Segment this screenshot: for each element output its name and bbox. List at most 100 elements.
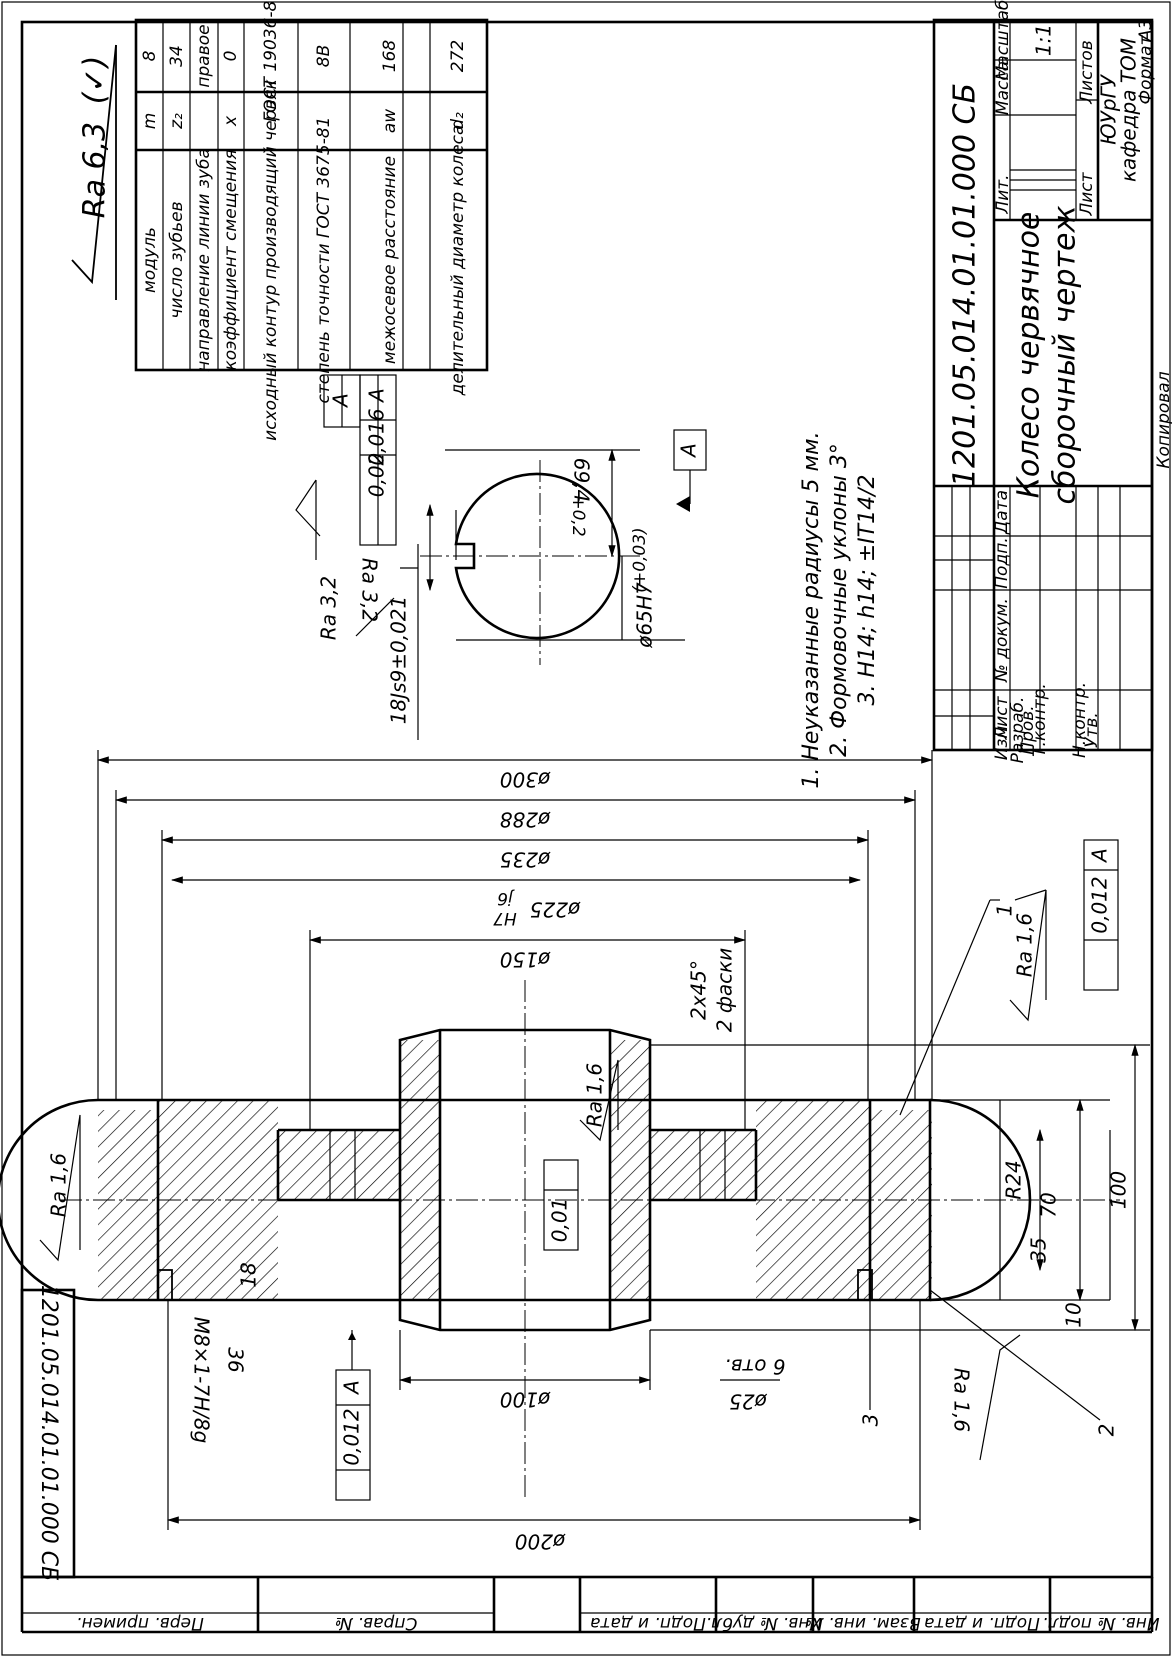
title-label-scale: Масштаб — [993, 0, 1013, 80]
title-label-norm-control: Н.контр. — [1070, 682, 1090, 758]
title-label-checker: Пров. — [1018, 705, 1038, 754]
title-label-mass: Масса — [993, 61, 1013, 115]
position-1: 1 — [993, 904, 1017, 917]
organization-line1: ЮУрГУ — [1097, 73, 1121, 145]
note-2: 2. Формовочные уклоны 3° — [827, 443, 852, 757]
param-value-module: 8 — [140, 50, 160, 61]
dim-thread: М8×1-7H/8g — [190, 1317, 214, 1444]
perp-datum-left: A — [340, 1380, 364, 1396]
parallel-datum: A — [329, 393, 353, 409]
margin-label-sign-date-1: Подп. и дата — [590, 1613, 706, 1633]
title-label-developer: Разраб. — [1008, 697, 1028, 764]
margin-label-first-use: Перв. примен. — [76, 1613, 204, 1633]
title-label-sheets: Листов — [1077, 40, 1097, 105]
keyway-roughness-side: Ra 3,2 — [317, 576, 341, 640]
dim-fit-j6: j6 — [497, 888, 515, 908]
document-title-line1: Колесо червячное — [1012, 212, 1047, 499]
dim-dia-100: ø100 — [500, 1388, 551, 1412]
margin-label-orig-inv: Инв. № подл. — [1042, 1613, 1159, 1633]
keyway-roughness-bottom: Ra 3,2 — [358, 558, 382, 622]
param-value-contour: ГОСТ 19036-81 — [261, 0, 281, 122]
copied-label: Копировал — [1154, 371, 1172, 468]
margin-strip — [20, 1577, 1154, 1634]
dim-dia-235: ø235 — [500, 848, 551, 872]
param-symbol-pitch-diameter: d₂ — [448, 112, 468, 130]
parameters-table — [134, 18, 489, 372]
margin-label-sign-date-2: Подп. и дата — [924, 1613, 1040, 1633]
margin-label-replace-inv: Взам. инв. № — [805, 1613, 920, 1633]
param-value-accuracy: 8В — [314, 45, 334, 67]
general-roughness-value: Ra 6,3 — [78, 122, 113, 218]
keyway-section-view — [295, 374, 707, 740]
general-roughness-check: (✓) — [78, 56, 113, 105]
param-name-shift: коэффициент смещения — [221, 149, 241, 370]
roughness-rim-face: Ra 1,6 — [1013, 913, 1037, 977]
param-name-pitch-diameter: делительный диаметр колеса — [448, 125, 468, 397]
key-width-dim: 18Js9±0,021 — [387, 596, 411, 725]
margin-label-dup-inv: Инв. № дубл. — [706, 1613, 822, 1633]
keyway-depth-dim: 69,4 — [570, 458, 594, 503]
format-value: А3 — [1136, 19, 1156, 42]
title-label-sheet: Лист — [1077, 171, 1097, 216]
bore-tolerance: (+0,03) — [630, 527, 650, 592]
param-name-teeth: число зубьев — [167, 201, 187, 318]
dim-35: 35 — [1027, 1237, 1051, 1262]
scale-value: 1:1 — [1032, 24, 1056, 56]
dim-chamfer-note: 2 фаски — [713, 948, 737, 1033]
param-value-direction: правое — [194, 24, 214, 87]
general-roughness-mark — [71, 44, 117, 300]
format-label: Формат — [1136, 34, 1156, 104]
perp-tolerance-left: 0,012 — [340, 1408, 364, 1465]
title-label-sheet-no: Лист — [992, 695, 1012, 740]
dim-dia-288: ø288 — [500, 808, 551, 832]
dim-dia-300: ø300 — [500, 768, 551, 792]
symmetry-tolerance: 0,016 — [365, 408, 389, 465]
position-2: 2 — [1095, 1424, 1119, 1437]
diameter-dimensions — [96, 750, 1150, 1530]
parallel-tolerance: 0,02 — [365, 453, 389, 498]
designation-stamp-text: 1201.05.014.01.01.000 СБ — [36, 1285, 61, 1581]
roughness-rim-bottom: Ra 1,6 — [950, 1368, 974, 1432]
title-label-lit: Лит. — [993, 174, 1013, 214]
note-1: 1. Неуказанные радиусы 5 мм. — [799, 431, 824, 788]
section-datum-label: A — [677, 443, 701, 459]
sheet-frame — [20, 20, 1154, 1579]
param-name-contour: исходный контур производящий червяк — [261, 78, 281, 440]
param-name-center-distance: межосевое расстояние — [380, 156, 400, 364]
dim-dia-200: ø200 — [515, 1530, 566, 1554]
param-symbol-module: m — [140, 113, 160, 130]
param-symbol-teeth: z₂ — [167, 113, 187, 130]
document-title-line2: сборочный чертеж — [1048, 206, 1083, 505]
param-value-pitch-diameter: 272 — [448, 40, 468, 72]
title-label-doc-no: № докум. — [992, 598, 1012, 683]
roughness-rim-left: Ra 1,6 — [47, 1153, 71, 1217]
perp-tolerance-right: 0,012 — [1088, 876, 1112, 933]
param-name-direction: направление линии зуба — [194, 148, 214, 372]
margin-label-reference-no: Справ. № — [335, 1613, 418, 1633]
keyway-depth-tol: +0,2 — [568, 495, 588, 536]
runout-tolerance: 0,01 — [548, 1198, 572, 1243]
main-tolerance-frames — [335, 839, 1119, 1501]
dim-dia-150: ø150 — [500, 948, 551, 972]
dim-thread-length: 36 — [224, 1347, 248, 1372]
dim-10: 10 — [1062, 1302, 1086, 1327]
note-3: 3. H14; h14; ±IT14/2 — [855, 474, 880, 705]
title-label-sign: Подп. — [992, 537, 1012, 588]
dim-holes-count: 6 отв. — [724, 1355, 785, 1379]
title-block — [932, 18, 1154, 752]
position-3: 3 — [859, 1414, 883, 1427]
dim-fit-h7: H7 — [493, 908, 517, 928]
dim-dia-25: ø25 — [729, 1390, 768, 1414]
dim-chamfer: 2х45° — [687, 960, 711, 1020]
designation-stamp-box — [20, 1288, 76, 1579]
param-value-teeth: 34 — [167, 45, 187, 67]
param-name-module: модуль — [140, 227, 160, 293]
title-label-approved: Утв. — [1082, 712, 1102, 748]
dim-70: 70 — [1037, 1192, 1061, 1217]
bore-diameter: ø65H7 — [633, 582, 657, 649]
param-value-center-distance: 168 — [380, 40, 400, 73]
param-symbol-shift: x — [221, 115, 241, 127]
perp-datum-right: A — [1088, 848, 1112, 864]
